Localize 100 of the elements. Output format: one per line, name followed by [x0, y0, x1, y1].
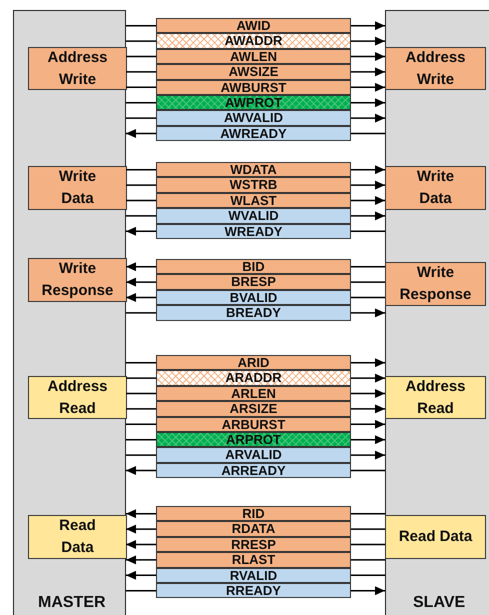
signal-arrow — [126, 524, 156, 534]
signal-line — [126, 215, 156, 217]
signal-line — [126, 71, 156, 73]
signal-line — [351, 470, 385, 472]
signal-line — [126, 424, 156, 426]
signal-bar: RDATA — [156, 521, 351, 537]
signal-bar: RRESP — [156, 536, 351, 552]
signal-bar: WLAST — [156, 192, 351, 208]
signal-line — [126, 40, 156, 42]
signal-arrow — [126, 466, 156, 475]
signal-line — [126, 184, 156, 186]
channel-box: Write Data — [385, 166, 486, 210]
signal-line — [126, 312, 156, 314]
signal-arrow — [126, 278, 156, 287]
signal-arrow — [351, 165, 385, 174]
signal-arrow — [351, 420, 385, 429]
signal-line — [126, 168, 156, 170]
signal-line — [351, 132, 385, 134]
signal-arrow — [351, 211, 385, 220]
slave-panel — [385, 10, 489, 615]
channel-box: Address Read — [385, 376, 486, 419]
signal-bar: ARSIZE — [156, 401, 351, 417]
signal-arrow — [351, 389, 385, 398]
signal-arrow — [351, 358, 385, 368]
signal-bar: BVALID — [156, 290, 351, 306]
signal-arrow — [351, 586, 385, 596]
signal-arrow — [126, 540, 156, 549]
channel-box: Address Write — [385, 47, 486, 90]
signal-bar: AWPROT — [156, 95, 351, 110]
signal-bar: ARADDR — [156, 370, 351, 386]
signal-bar: BID — [156, 259, 351, 274]
signal-line — [126, 590, 156, 592]
signal-arrow — [351, 308, 385, 318]
signal-line — [351, 574, 385, 576]
panel-title: MASTER — [38, 594, 106, 612]
signal-bar: ARBURST — [156, 416, 351, 432]
signal-line — [351, 230, 385, 232]
signal-line — [351, 544, 385, 546]
signal-arrow — [126, 509, 156, 518]
signal-arrow — [351, 180, 385, 190]
signal-line — [126, 392, 156, 394]
signal-arrow — [351, 52, 385, 61]
master-panel — [13, 10, 126, 615]
signal-bar: ARPROT — [156, 432, 351, 448]
signal-bar: AWADDR — [156, 33, 351, 49]
signal-bar: WDATA — [156, 162, 351, 178]
signal-arrow — [351, 196, 385, 205]
signal-bar: ARVALID — [156, 447, 351, 463]
channel-box: Address Read — [28, 376, 127, 419]
signal-arrow — [351, 450, 385, 460]
signal-line — [126, 408, 156, 410]
signal-arrow — [126, 129, 156, 138]
signal-bar: WREADY — [156, 224, 351, 239]
signal-line — [126, 117, 156, 119]
signal-arrow — [351, 21, 385, 30]
signal-bar: BRESP — [156, 274, 351, 290]
signal-line — [351, 512, 385, 514]
signal-arrow — [126, 293, 156, 302]
signal-line — [351, 559, 385, 561]
signal-bar: ARREADY — [156, 462, 351, 478]
signal-arrow — [126, 555, 156, 564]
signal-arrow — [351, 98, 385, 108]
signal-line — [126, 86, 156, 88]
signal-line — [126, 362, 156, 364]
signal-arrow — [351, 82, 385, 92]
signal-bar: RLAST — [156, 552, 351, 568]
signal-line — [126, 454, 156, 456]
signal-line — [126, 377, 156, 379]
signal-line — [126, 438, 156, 440]
signal-arrow — [351, 435, 385, 444]
signal-line — [126, 200, 156, 202]
channel-box: Write Response — [28, 258, 127, 302]
signal-bar: AWBURST — [156, 80, 351, 95]
signal-bar: AWLEN — [156, 48, 351, 64]
channel-box: Address Write — [28, 47, 127, 90]
channel-box: Write Response — [385, 262, 486, 306]
signal-arrow — [126, 262, 156, 272]
signal-arrow — [351, 404, 385, 414]
signal-bar: WVALID — [156, 208, 351, 224]
channel-box: Write Data — [28, 166, 127, 210]
signal-bar: ARID — [156, 355, 351, 370]
signal-bar: ARLEN — [156, 386, 351, 402]
signal-arrow — [351, 374, 385, 383]
signal-arrow — [126, 570, 156, 580]
signal-line — [126, 56, 156, 58]
panel-title: SLAVE — [413, 594, 466, 612]
signal-bar: AWSIZE — [156, 64, 351, 80]
signal-bar: RVALID — [156, 568, 351, 583]
signal-bar: AWVALID — [156, 110, 351, 126]
signal-arrow — [126, 226, 156, 236]
channel-box: Read Data — [28, 515, 127, 559]
signal-bar: BREADY — [156, 305, 351, 321]
signal-bar: AWREADY — [156, 126, 351, 142]
channel-box: Read Data — [385, 515, 486, 559]
signal-arrow — [351, 67, 385, 76]
signal-line — [351, 296, 385, 298]
signal-bar: AWID — [156, 18, 351, 34]
signal-bar: WSTRB — [156, 177, 351, 193]
signal-bar: RID — [156, 506, 351, 522]
signal-line — [126, 102, 156, 104]
